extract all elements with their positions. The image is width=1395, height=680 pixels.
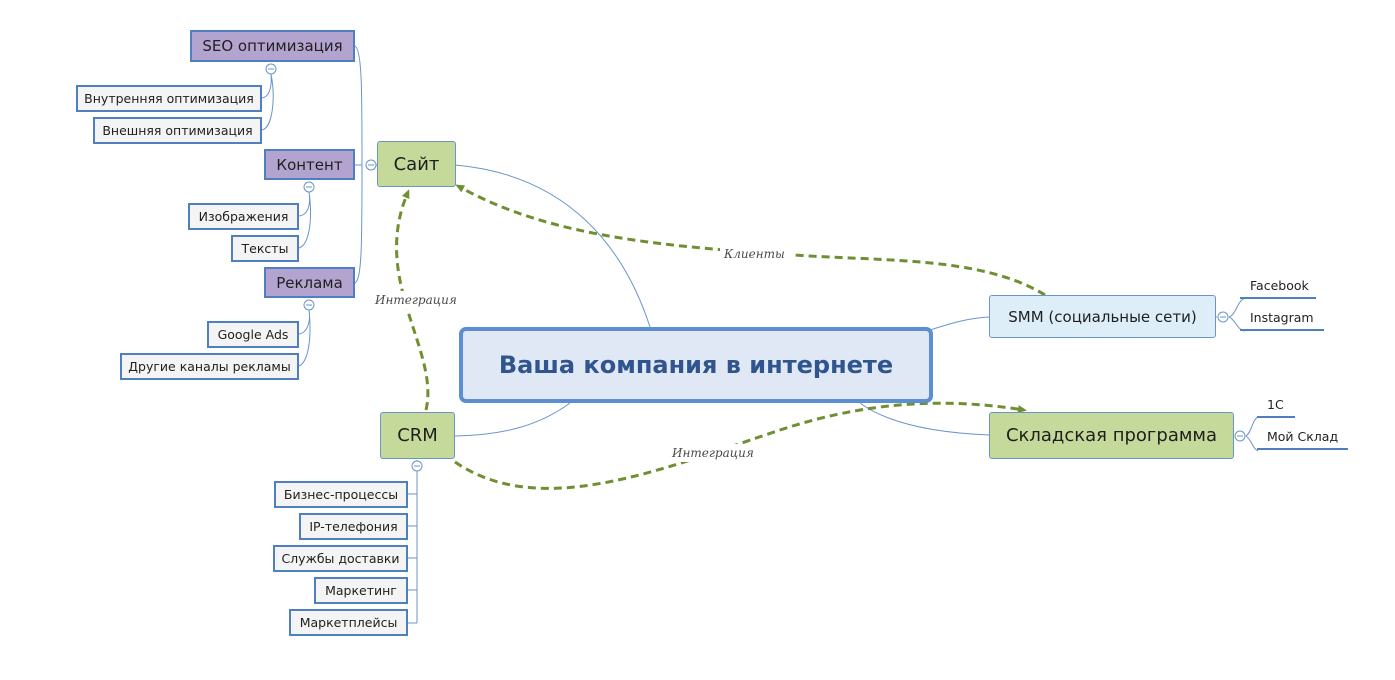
topic-site[interactable]: Сайт	[377, 141, 456, 187]
leaf-images[interactable]: Изображения	[188, 203, 299, 230]
connector-central-crm	[454, 402, 571, 437]
connector-central-site	[454, 164, 651, 328]
connector-site-seo	[354, 45, 363, 166]
relation-label-clients: Клиенты	[723, 247, 785, 261]
leaf-marketing[interactable]: Маркетинг	[314, 577, 408, 604]
connector-ads-leaves	[298, 309, 311, 367]
connector-warehouse-leaves	[1245, 416, 1259, 452]
relation-crm-site[interactable]	[395, 189, 430, 411]
leaf-facebook[interactable]: Facebook	[1240, 278, 1316, 299]
relation-smm-site[interactable]	[455, 184, 1046, 297]
connector-content-leaves	[298, 191, 312, 249]
connector-crm-leaves	[408, 470, 418, 624]
relation-crm-warehouse[interactable]	[454, 401, 1027, 490]
connector-seo-leaves	[261, 73, 274, 131]
leaf-delivery-services[interactable]: Службы доставки	[273, 545, 408, 572]
relation-label-integration-warehouse: Интеграция	[671, 446, 754, 460]
connector-central-smm	[929, 316, 990, 331]
topic-warehouse[interactable]: Складская программа	[989, 412, 1234, 459]
leaf-moy-sklad[interactable]: Мой Склад	[1257, 429, 1348, 450]
topic-crm[interactable]: CRM	[380, 412, 455, 459]
connector-central-warehouse	[859, 402, 990, 436]
leaf-ip-telephony[interactable]: IP-телефония	[299, 513, 408, 540]
topic-smm[interactable]: SMM (социальные сети)	[989, 295, 1216, 338]
subtopic-ads[interactable]: Реклама	[264, 267, 355, 298]
central-topic[interactable]: Ваша компания в интернете	[459, 327, 933, 403]
leaf-internal-optimization[interactable]: Внутренняя оптимизация	[76, 85, 262, 112]
leaf-1c[interactable]: 1С	[1257, 397, 1295, 418]
relation-label-integration-site: Интеграция	[374, 293, 457, 307]
connector-site-ads	[354, 164, 363, 284]
leaf-instagram[interactable]: Instagram	[1240, 310, 1324, 331]
leaf-external-optimization[interactable]: Внешняя оптимизация	[93, 117, 262, 144]
leaf-texts[interactable]: Тексты	[231, 235, 299, 262]
leaf-marketplaces[interactable]: Маркетплейсы	[289, 609, 408, 636]
subtopic-seo[interactable]: SEO оптимизация	[190, 30, 355, 62]
subtopic-content[interactable]: Контент	[264, 149, 355, 180]
leaf-business-processes[interactable]: Бизнес-процессы	[274, 481, 408, 508]
leaf-other-ad-channels[interactable]: Другие каналы рекламы	[120, 353, 299, 380]
leaf-google-ads[interactable]: Google Ads	[207, 321, 299, 348]
